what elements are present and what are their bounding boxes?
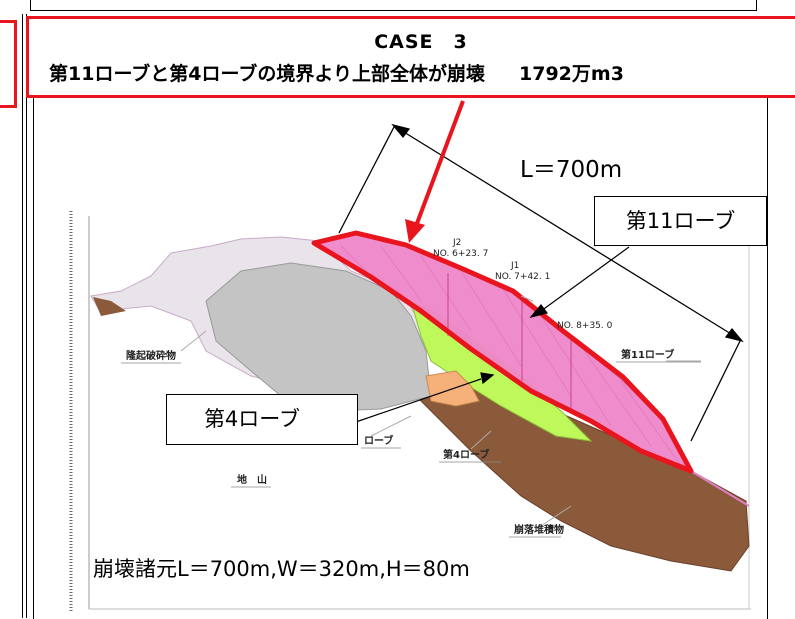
volume-text: 1792万m3 — [519, 63, 624, 85]
cross-section-svg: J2 NO. 6+23. 7 J1 NO. 7+42. 1 NO. 8+35. … — [69, 100, 751, 611]
collapse-specs: 崩壊諸元L＝700m,W＝320m,H＝80m — [93, 557, 470, 581]
station-j2-name: J2 — [452, 238, 461, 248]
surface-line — [690, 470, 750, 507]
top-frame-line — [30, 0, 757, 11]
label-lobe4-small: 第4ローブ — [443, 448, 489, 461]
leader-lines — [180, 295, 701, 527]
collapse-outline — [311, 230, 694, 474]
station-j1-name: J1 — [510, 261, 519, 271]
left-border-line-inner — [26, 14, 27, 618]
gray-debris-area — [205, 262, 432, 412]
small-deposit — [93, 297, 126, 316]
lobe11-callout: 第11ローブ — [594, 196, 767, 246]
station-no8: NO. 8+35. 0 — [557, 321, 613, 331]
dimension-arrow — [338, 123, 744, 442]
label-underlines — [121, 361, 701, 538]
vertical-scale — [69, 211, 90, 611]
lobe4-callout: 第4ローブ — [166, 394, 358, 445]
label-collapse-deposit: 崩落堆積物 — [514, 523, 564, 536]
left-red-frame — [0, 20, 17, 108]
left-border-line — [22, 14, 23, 618]
length-label: L＝700m — [520, 157, 623, 183]
cross-section-figure: J2 NO. 6+23. 7 J1 NO. 7+42. 1 NO. 8+35. … — [33, 95, 768, 619]
label-uplift-debris: 隆起破砕物 — [126, 349, 176, 362]
description-text: 第11ローブと第4ローブの境界より上部全体が崩壊 — [49, 63, 486, 85]
case-description: 第11ローブと第4ローブの境界より上部全体が崩壊 1792万m3 — [49, 59, 624, 86]
station-j1-no: NO. 7+42. 1 — [495, 272, 550, 282]
case-title: CASE 3 — [374, 31, 468, 53]
station-j2-no: NO. 6+23. 7 — [433, 249, 488, 259]
label-bedrock: 地 山 — [237, 473, 267, 486]
collapse-hatch — [340, 245, 682, 467]
title-box: CASE 3 第11ローブと第4ローブの境界より上部全体が崩壊 1792万m3 — [26, 16, 795, 98]
label-lobe11-small: 第11ローブ — [621, 348, 674, 361]
label-lobe-small: ローブ — [364, 434, 393, 447]
station-lines — [447, 273, 572, 413]
callout-pointers — [352, 246, 630, 424]
red-pointer-arrow — [405, 100, 465, 243]
